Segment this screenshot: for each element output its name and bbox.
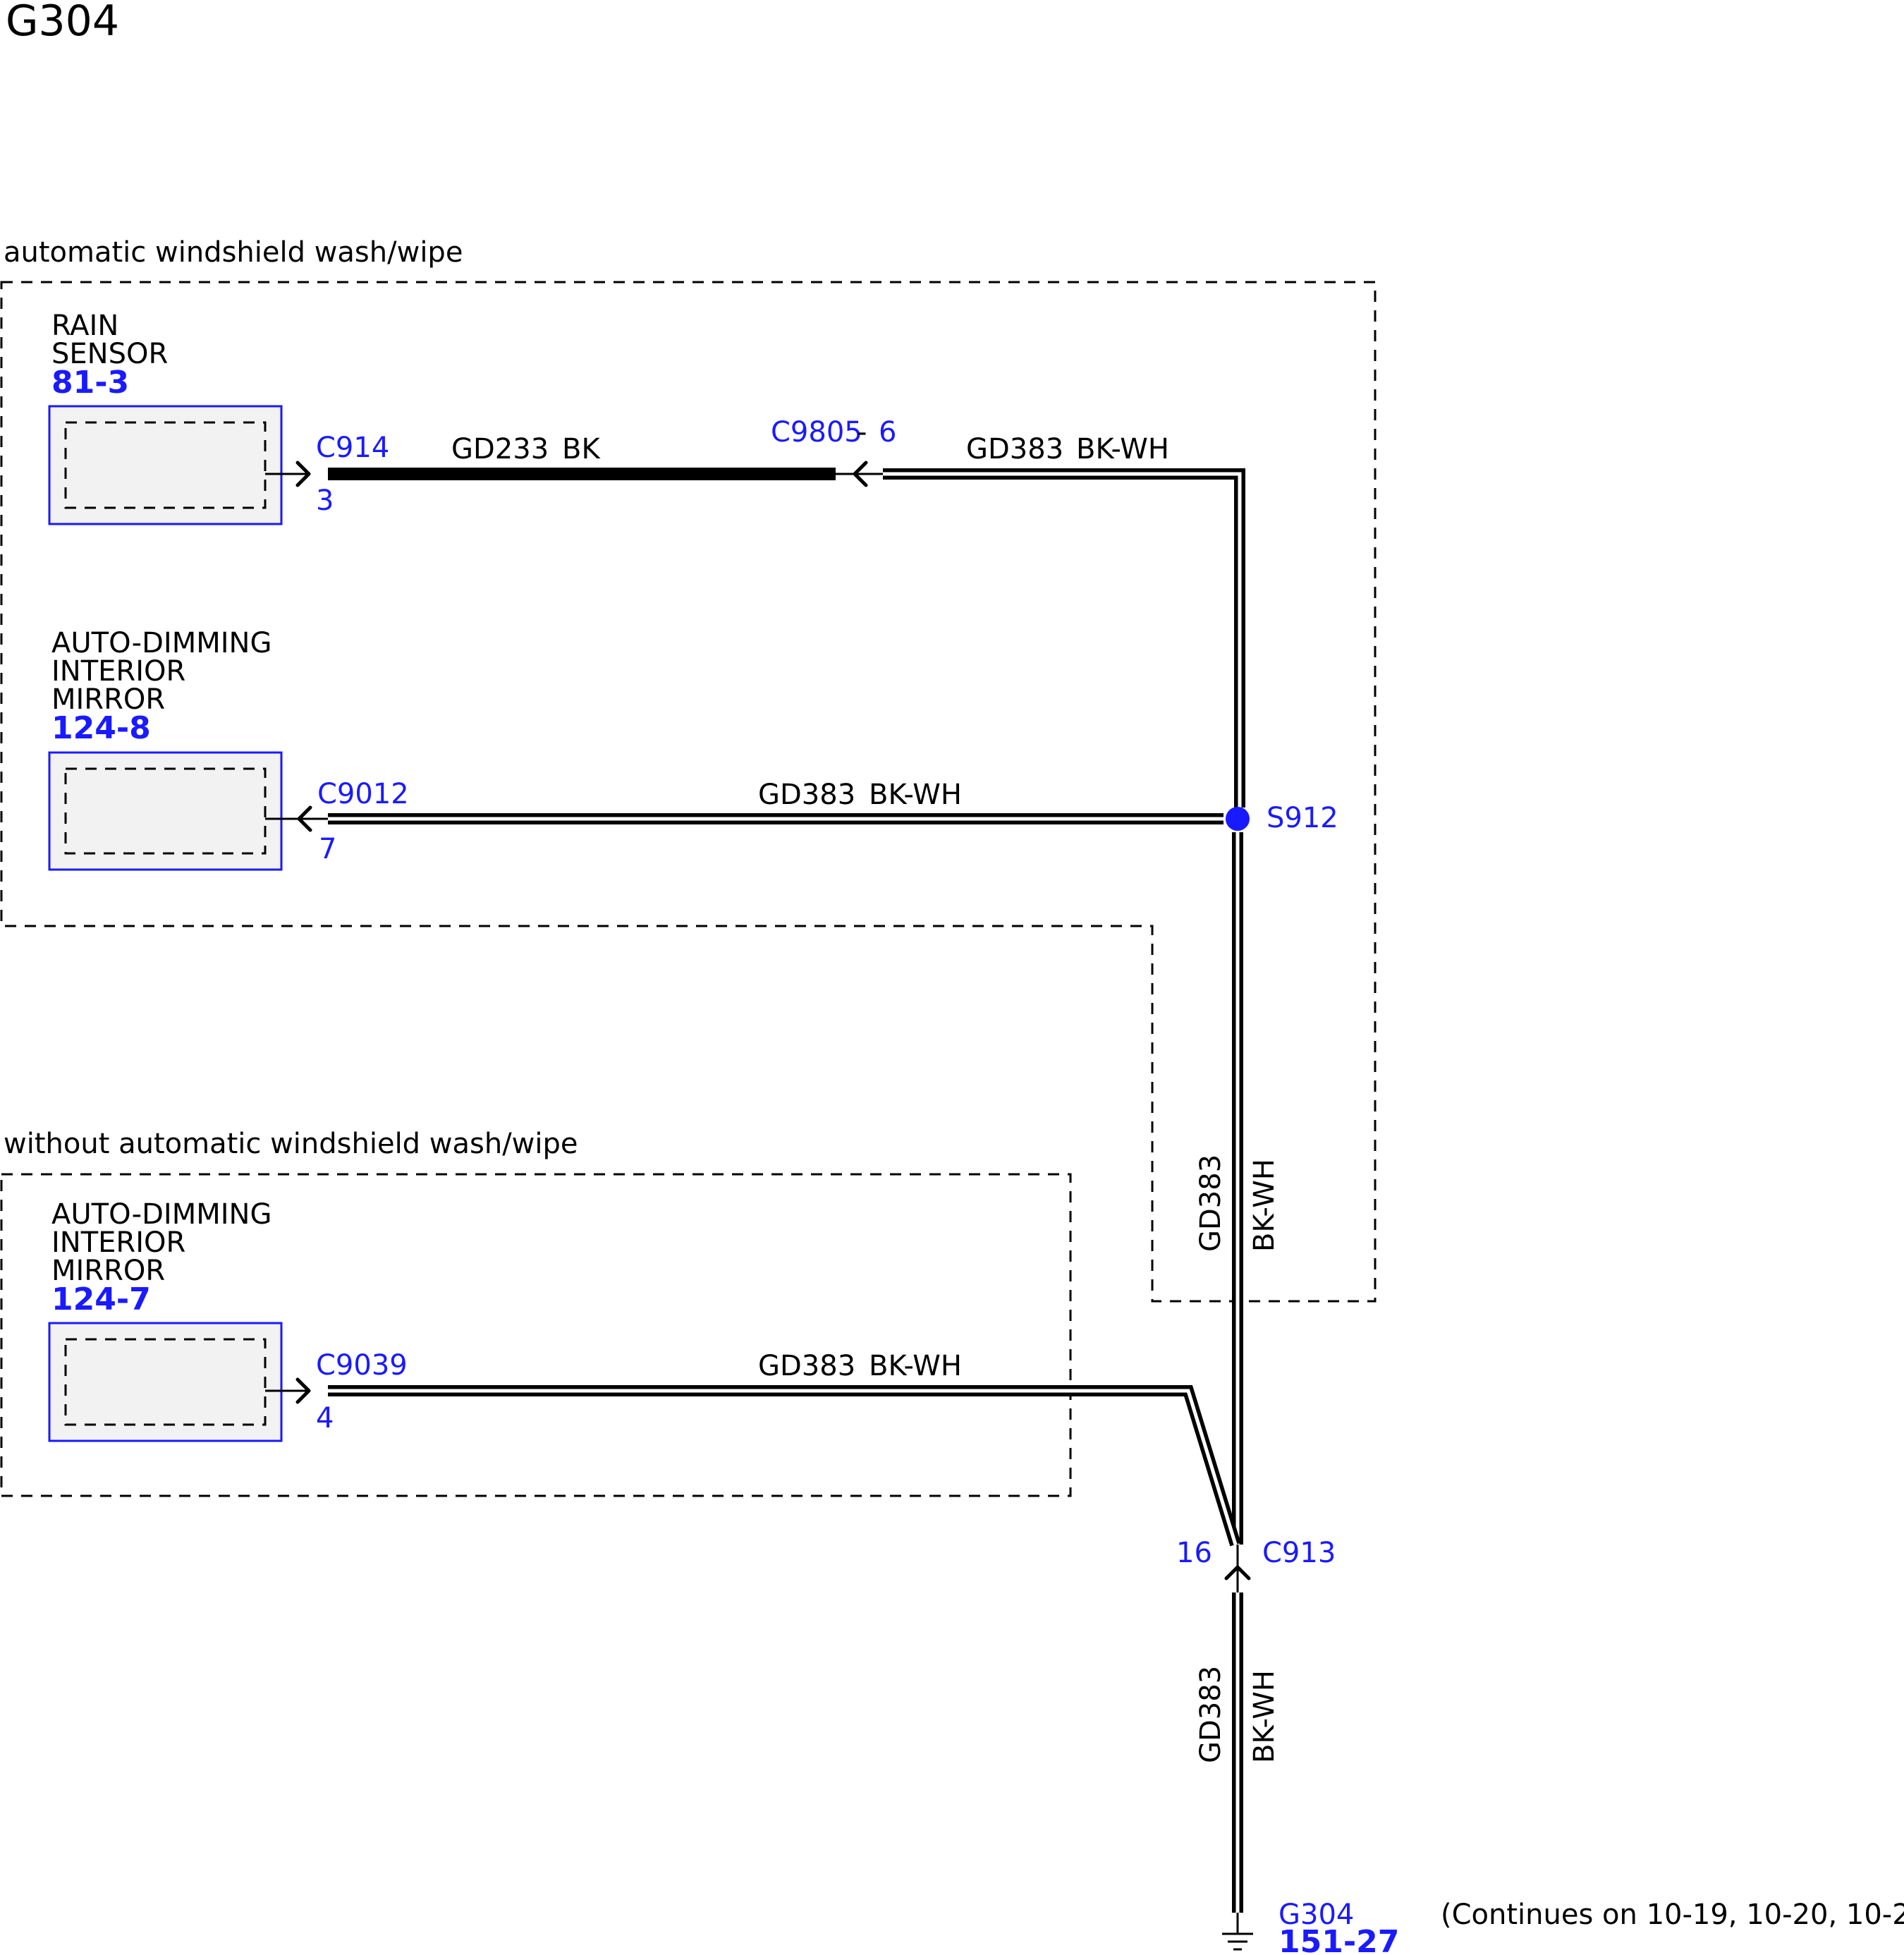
connector-pin: 16 — [1176, 1537, 1212, 1569]
wire-gd383-top[interactable] — [883, 468, 1245, 808]
ground-name: G304 — [1279, 1899, 1354, 1931]
connector-c9805[interactable]: C9805 - 6 — [771, 416, 896, 487]
wire-label-color: BK-WH — [869, 1350, 962, 1382]
component-name-line1: RAIN — [51, 310, 118, 342]
page-title: G304 — [6, 0, 119, 46]
connector-c9012[interactable]: C9012 7 — [265, 778, 409, 865]
connector-arrow — [295, 1377, 311, 1404]
component-ref-link[interactable]: 124-8 — [51, 710, 151, 746]
component-inner-box — [64, 1338, 267, 1426]
connector-pin: 7 — [319, 833, 336, 865]
component-name-line3: MIRROR — [51, 1255, 165, 1287]
group-boundary-auto — [0, 281, 1377, 1303]
component-inner-box — [64, 421, 267, 509]
connector-c914[interactable]: C914 3 — [265, 432, 389, 517]
connector-arrow — [295, 461, 311, 487]
connector-name: C9012 — [317, 778, 409, 810]
mirror-auto-component[interactable]: AUTO-DIMMING INTERIOR MIRROR 124-8 — [48, 627, 283, 871]
splice-dot — [1226, 807, 1250, 831]
wire-label-color: BK-WH — [1248, 1670, 1281, 1763]
rain-sensor-component[interactable]: RAIN SENSOR 81-3 — [48, 310, 283, 525]
group-label-auto: automatic windshield wash/wipe — [4, 236, 463, 269]
component-name-line2: SENSOR — [51, 338, 168, 370]
connector-name: C914 — [316, 432, 389, 464]
component-box — [48, 751, 283, 871]
connector-c913[interactable]: 16 C913 — [1176, 1537, 1336, 1592]
component-box — [48, 1322, 283, 1442]
wire-label-color: BK-WH — [1248, 1159, 1281, 1252]
wire-label-circuit: GD383 — [966, 433, 1063, 465]
wire-label-circuit: GD383 — [758, 1350, 855, 1382]
component-ref-link[interactable]: 81-3 — [51, 365, 129, 401]
component-box — [48, 405, 283, 525]
connector-pin: 4 — [316, 1402, 334, 1435]
wire-label-circuit: GD383 — [1195, 1666, 1227, 1763]
ground-ref-link[interactable]: 151-27 — [1279, 1924, 1399, 1955]
connector-name: C913 — [1262, 1537, 1336, 1569]
wire-label-color: BK — [562, 433, 601, 465]
connector-arrow — [297, 805, 312, 832]
component-name-line2: INTERIOR — [51, 655, 185, 688]
mirror-noauto-component[interactable]: AUTO-DIMMING INTERIOR MIRROR 124-7 — [48, 1198, 283, 1442]
group-label-noauto: without automatic windshield wash/wipe — [4, 1128, 578, 1160]
wire-label-circuit: GD383 — [1195, 1155, 1227, 1252]
wire-label-circuit: GD383 — [758, 779, 855, 811]
wire-label-circuit: GD233 — [451, 433, 549, 465]
connector-pin: 6 — [879, 416, 896, 449]
component-inner-box — [64, 767, 267, 855]
connector-pin: 3 — [316, 485, 334, 517]
wire-label-color: BK-WH — [869, 779, 962, 811]
connector-name: C9805 — [771, 416, 862, 449]
connector-name: C9039 — [316, 1349, 408, 1382]
splice-s912[interactable]: S912 — [1226, 802, 1338, 834]
group-boundary-noauto — [0, 1173, 1072, 1497]
component-name-line3: MIRROR — [51, 683, 165, 716]
connector-c9039[interactable]: C9039 4 — [265, 1349, 408, 1435]
component-name-line1: AUTO-DIMMING — [51, 1198, 271, 1231]
component-name-line2: INTERIOR — [51, 1226, 185, 1259]
wire-label-color: BK-WH — [1076, 433, 1169, 465]
continues-note: (Continues on 10-19, 10-20, 10-21) — [1441, 1899, 1904, 1931]
connector-arrow — [853, 461, 868, 487]
connector-arrow — [1224, 1565, 1251, 1581]
component-name-line1: AUTO-DIMMING — [51, 627, 271, 659]
ground-g304[interactable]: G304 151-27 — [1222, 1899, 1399, 1955]
splice-name: S912 — [1267, 802, 1338, 834]
component-ref-link[interactable]: 124-7 — [51, 1281, 151, 1317]
wire-gd383-mirror-noauto[interactable] — [328, 1385, 1241, 1547]
connector-separator: - — [857, 416, 867, 449]
